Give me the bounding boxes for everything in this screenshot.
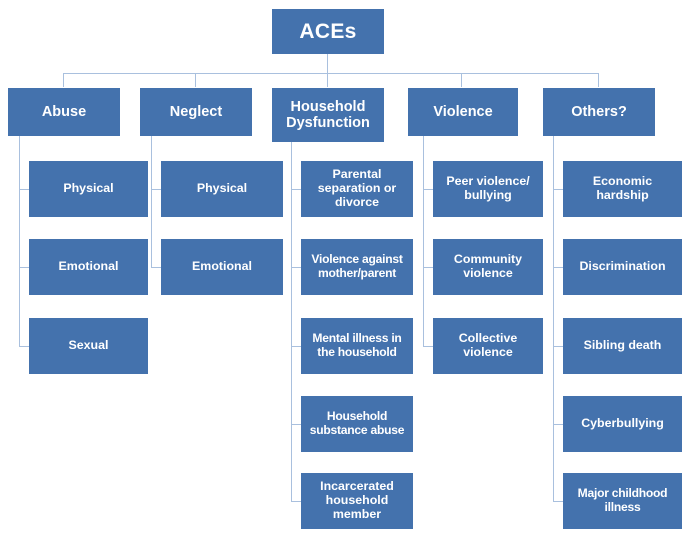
node-leaf-cyberbullying[interactable]: Cyberbullying: [563, 396, 682, 452]
connector-stub-others-1: [553, 189, 563, 191]
connector-stub-abuse-1: [19, 189, 29, 191]
label-line: Major childhood: [577, 486, 668, 501]
node-label-multiline: Mental illness in the household: [312, 332, 401, 359]
node-label-multiline: Violence against mother/parent: [311, 253, 402, 280]
label-line: illness: [604, 500, 641, 514]
node-category-violence[interactable]: Violence: [408, 88, 518, 136]
label-line: divorce: [334, 194, 380, 209]
connector-stub-violence-3: [423, 346, 433, 348]
node-category-household-dysfunction[interactable]: Household Dysfunction: [272, 88, 384, 142]
label-line: household: [325, 493, 389, 508]
node-leaf-peer-violence-bullying[interactable]: Peer violence/ bullying: [433, 161, 543, 217]
label-line: Mental illness in: [312, 331, 402, 346]
node-leaf-community-violence[interactable]: Community violence: [433, 239, 543, 295]
node-category-abuse[interactable]: Abuse: [8, 88, 120, 136]
connector-stub-household-3: [291, 346, 301, 348]
node-leaf-mental-illness-in-the-household[interactable]: Mental illness in the household: [301, 318, 413, 374]
label-line: separation or: [317, 181, 397, 196]
node-category-neglect[interactable]: Neglect: [140, 88, 252, 136]
connector-stub-household-2: [291, 267, 301, 269]
node-label-multiline: Parental separation or divorce: [317, 167, 397, 210]
label-line: member: [332, 506, 382, 521]
label-line: violence: [463, 345, 513, 359]
connector-bus-to-violence: [461, 73, 463, 87]
connector-root-drop: [327, 54, 329, 73]
connector-stub-violence-2: [423, 267, 433, 269]
connector-spine-violence: [423, 136, 425, 347]
label-line: Economic: [592, 174, 653, 189]
label-line: Peer violence/: [446, 174, 530, 189]
label-line: Parental: [332, 167, 382, 182]
label-line: substance abuse: [309, 423, 405, 437]
label-line: hardship: [596, 188, 649, 202]
node-label-multiline: Community violence: [453, 252, 523, 281]
node-label-multiline: Incarcerated household member: [320, 479, 394, 522]
node-leaf-household-substance-abuse[interactable]: Household substance abuse: [301, 396, 413, 452]
label-line: mother/parent: [317, 266, 397, 280]
label-line: Household: [326, 409, 388, 424]
connector-stub-others-2: [553, 267, 563, 269]
label-line: Community: [453, 252, 523, 267]
connector-stub-others-3: [553, 346, 563, 348]
node-category-others[interactable]: Others?: [543, 88, 655, 136]
node-label-multiline: Household Dysfunction: [286, 99, 370, 131]
node-leaf-abuse-physical[interactable]: Physical: [29, 161, 148, 217]
label-line: Dysfunction: [286, 115, 370, 131]
node-leaf-parental-separation-or-divorce[interactable]: Parental separation or divorce: [301, 161, 413, 217]
connector-spine-abuse: [19, 136, 21, 347]
connector-stub-neglect-2: [151, 267, 161, 269]
node-label-multiline: Economic hardship: [592, 174, 653, 203]
connector-spine-others: [553, 136, 555, 502]
connector-spine-neglect: [151, 136, 153, 268]
connector-bus-to-neglect: [195, 73, 197, 87]
node-label-multiline: Peer violence/ bullying: [446, 174, 530, 203]
label-line: Incarcerated: [320, 479, 394, 494]
node-leaf-violence-against-mother-parent[interactable]: Violence against mother/parent: [301, 239, 413, 295]
connector-stub-abuse-3: [19, 346, 29, 348]
connector-stub-others-4: [553, 424, 563, 426]
node-leaf-abuse-sexual[interactable]: Sexual: [29, 318, 148, 374]
label-line: the household: [317, 345, 397, 359]
connector-bus-to-abuse: [63, 73, 65, 87]
connector-stub-others-5: [553, 501, 563, 503]
connector-stub-household-1: [291, 189, 301, 191]
node-leaf-economic-hardship[interactable]: Economic hardship: [563, 161, 682, 217]
label-line: Violence against: [311, 252, 403, 267]
connector-stub-household-4: [291, 424, 301, 426]
label-line: Household: [290, 98, 366, 115]
node-leaf-neglect-physical[interactable]: Physical: [161, 161, 283, 217]
node-root-aces[interactable]: ACEs: [272, 9, 384, 54]
connector-stub-household-5: [291, 501, 301, 503]
node-leaf-neglect-emotional[interactable]: Emotional: [161, 239, 283, 295]
connector-stub-neglect-1: [151, 189, 161, 191]
node-leaf-incarcerated-household-member[interactable]: Incarcerated household member: [301, 473, 413, 529]
node-leaf-collective-violence[interactable]: Collective violence: [433, 318, 543, 374]
connector-bus-to-household-dysfunction: [327, 73, 329, 87]
node-label-multiline: Household substance abuse: [309, 409, 405, 437]
connector-bus-to-others: [598, 73, 600, 87]
node-leaf-major-childhood-illness[interactable]: Major childhood illness: [563, 473, 682, 529]
label-line: violence: [463, 266, 513, 280]
label-line: Collective: [458, 331, 518, 346]
connector-stub-violence-1: [423, 189, 433, 191]
node-label-multiline: Collective violence: [458, 331, 518, 360]
node-leaf-discrimination[interactable]: Discrimination: [563, 239, 682, 295]
node-leaf-sibling-death[interactable]: Sibling death: [563, 318, 682, 374]
connector-spine-household-dysfunction: [291, 142, 293, 502]
label-line: bullying: [464, 188, 512, 202]
node-leaf-abuse-emotional[interactable]: Emotional: [29, 239, 148, 295]
node-label-multiline: Major childhood illness: [578, 487, 668, 514]
connector-horizontal-bus: [63, 73, 599, 75]
connector-stub-abuse-2: [19, 267, 29, 269]
